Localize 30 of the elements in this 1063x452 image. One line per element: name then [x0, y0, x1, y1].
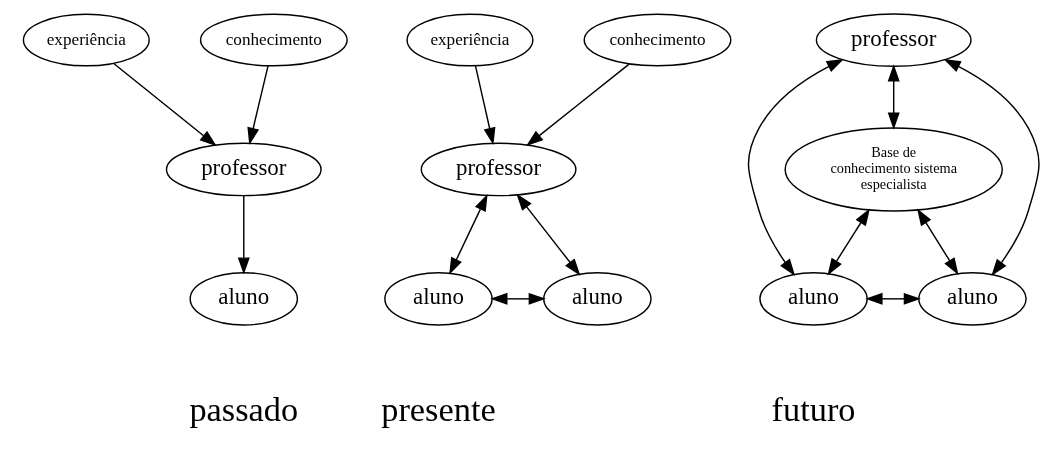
- arrow: [747, 59, 844, 276]
- arrow: [526, 63, 630, 147]
- node-ellipse: experiência: [406, 13, 534, 67]
- arrow: [247, 65, 269, 145]
- arrow: [113, 62, 217, 147]
- node-ellipse: professor: [420, 142, 577, 197]
- node-ellipse: Base de conhecimento sistema especialista: [784, 127, 1003, 212]
- arrow: [943, 59, 1040, 277]
- label: futuro: [771, 390, 856, 429]
- arrow: [516, 193, 581, 276]
- arrow: [887, 64, 900, 130]
- node-ellipse: conhecimento: [199, 13, 348, 67]
- arrow: [474, 65, 496, 145]
- node-ellipse: aluno: [759, 271, 868, 326]
- arrow: [827, 208, 870, 276]
- node-ellipse: aluno: [543, 271, 652, 326]
- arrow: [865, 292, 921, 305]
- node-ellipse: professor: [815, 13, 972, 67]
- node-ellipse: professor: [165, 142, 322, 197]
- arrow: [490, 292, 546, 305]
- arrow: [449, 193, 488, 275]
- node-ellipse: conhecimento: [583, 13, 732, 67]
- node-ellipse: aluno: [918, 271, 1027, 326]
- label: presente: [381, 390, 496, 429]
- node-ellipse: aluno: [189, 271, 299, 326]
- arrow: [237, 195, 250, 275]
- node-ellipse: experiência: [22, 13, 150, 67]
- label: passado: [189, 390, 299, 429]
- arrow: [917, 208, 959, 275]
- node-ellipse: aluno: [384, 271, 493, 326]
